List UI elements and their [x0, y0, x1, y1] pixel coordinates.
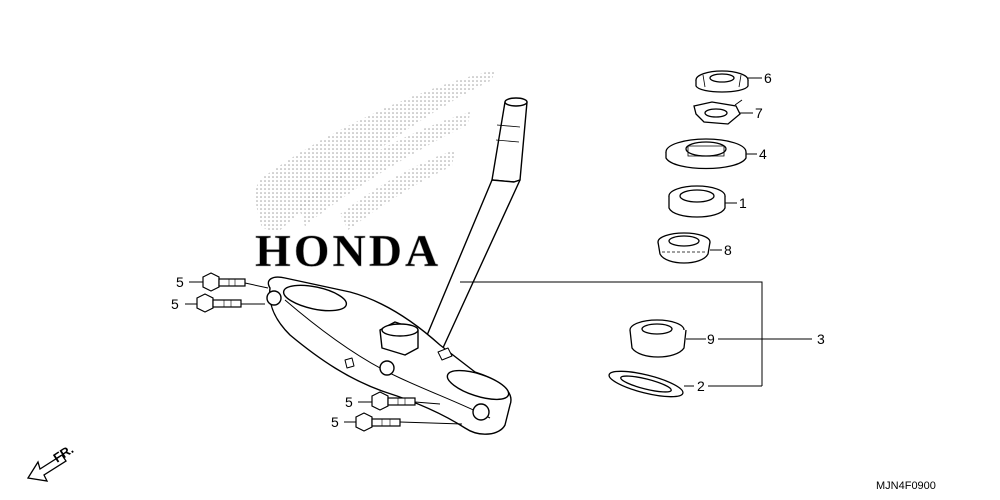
callout-5-upper-2: 5 [171, 296, 179, 312]
steering-stem-assembly [266, 97, 528, 435]
ball-race-8 [657, 232, 711, 264]
callout-9: 9 [707, 331, 715, 347]
callout-5-lower-1: 5 [345, 394, 353, 410]
callout-8: 8 [724, 242, 732, 258]
lock-nut-6 [695, 70, 749, 93]
callout-numbers: 6 7 4 1 8 9 3 2 5 5 5 5 [171, 70, 825, 430]
bolt-upper-2 [196, 293, 242, 313]
steering-head-parts [608, 70, 749, 398]
callout-1: 1 [739, 195, 747, 211]
dust-seal-1 [668, 185, 726, 218]
lock-washer-7 [693, 99, 743, 125]
dust-seal-2 [608, 370, 684, 398]
diagram-code: MJN4F0900 [876, 480, 936, 492]
front-direction-indicator: FR. [26, 442, 76, 482]
adjusting-nut-4 [665, 138, 747, 170]
bolt-lower-2 [355, 412, 401, 432]
callout-2: 2 [697, 378, 705, 394]
bolt-upper-1 [202, 272, 246, 292]
watermark-text: HONDA [255, 225, 441, 276]
leader-lines [185, 77, 812, 425]
callout-4: 4 [759, 146, 767, 162]
callout-7: 7 [755, 105, 763, 121]
callout-6: 6 [764, 70, 772, 86]
bolt-lower-1 [371, 391, 416, 411]
callout-5-upper-1: 5 [176, 274, 184, 290]
callout-5-lower-2: 5 [331, 414, 339, 430]
bearing-cone-9 [629, 319, 687, 358]
honda-wing-watermark: HONDA [255, 70, 495, 276]
front-arrow-icon [26, 454, 67, 482]
callout-3: 3 [817, 331, 825, 347]
